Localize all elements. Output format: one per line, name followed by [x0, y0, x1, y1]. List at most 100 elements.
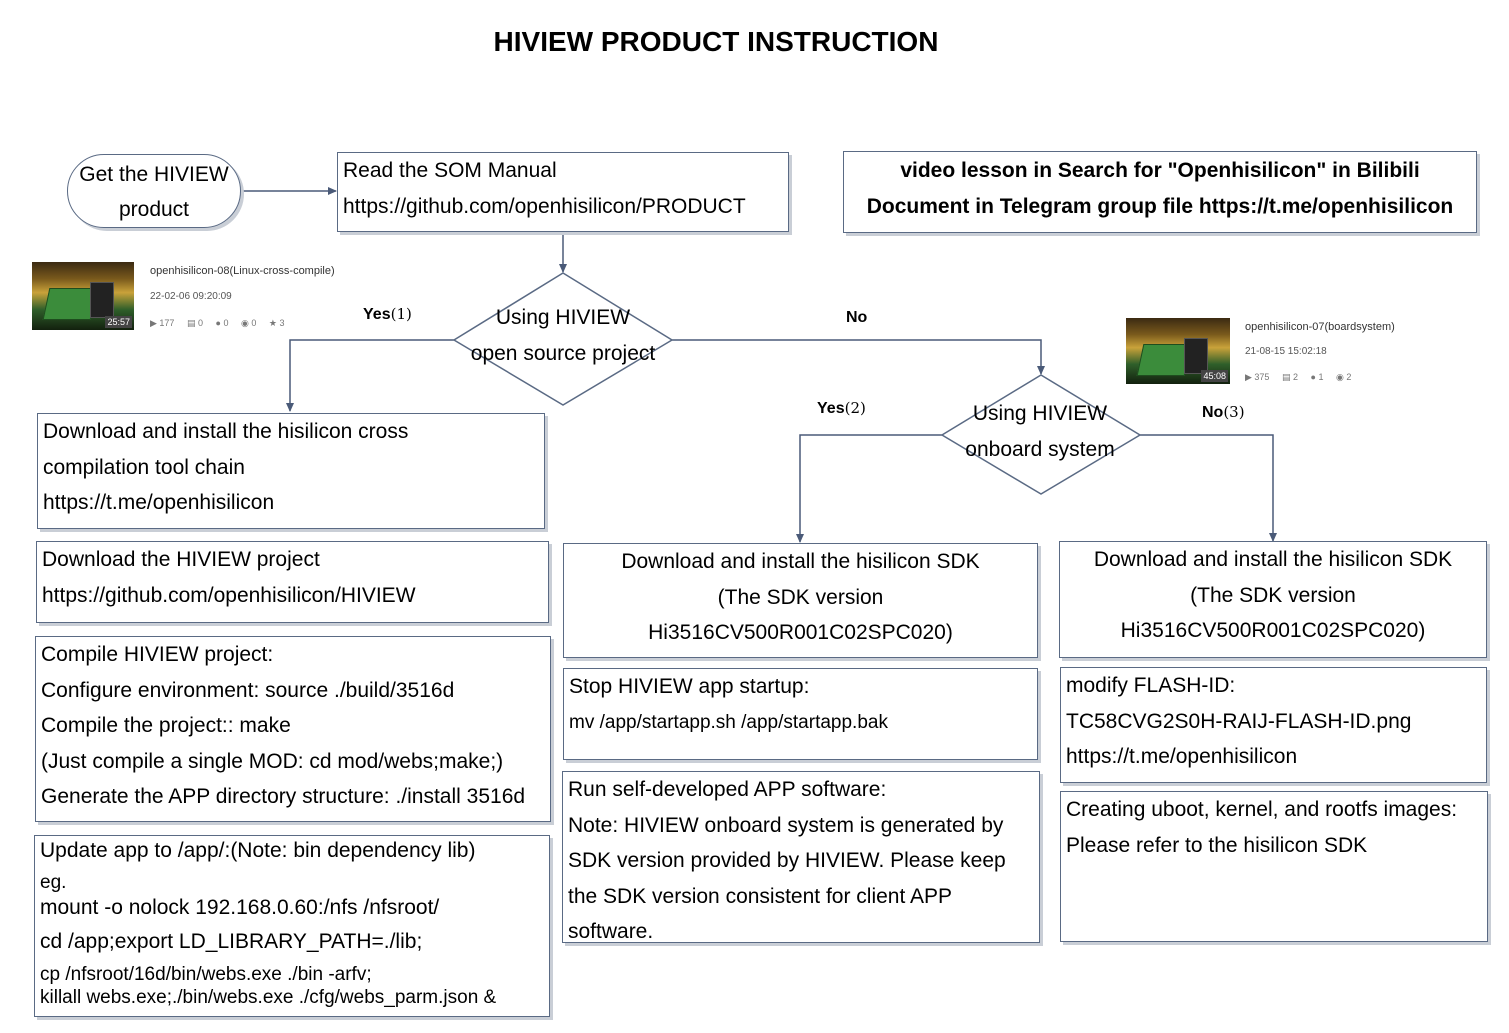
update-line: cd /app;export LD_LIBRARY_PATH=./lib; — [40, 930, 423, 953]
run-app-line: Note: HIVIEW onboard system is generated… — [568, 813, 1004, 837]
sdk-line: (The SDK version — [1190, 583, 1356, 607]
sdk-line: Download and install the hisilicon SDK — [1093, 548, 1453, 571]
sdk-line: (The SDK version — [717, 585, 884, 609]
yes1-text: Yes — [363, 306, 391, 323]
arrow-decision2-no — [1140, 434, 1277, 542]
video-thumbnail-1[interactable]: 25:57 — [32, 262, 134, 330]
comment-count: 1 — [1318, 372, 1324, 382]
video-stats-1: ▶ 177 ▤ 0 ● 0 ◉ 0 ★ 3 — [150, 318, 294, 329]
compile-line: (Just compile a single MOD: cd mod/webs;… — [41, 749, 504, 773]
sdk-box-no: Download and install the hisilicon SDK (… — [1059, 541, 1487, 658]
compile-line: Generate the APP directory structure: ./… — [41, 785, 526, 808]
decision1-line: Using HIVIEW — [495, 306, 631, 329]
decision-diamond-2 — [940, 374, 1142, 495]
decision-diamond-1 — [452, 272, 674, 406]
video-title-2[interactable]: openhisilicon-07(boardsystem) — [1245, 321, 1395, 333]
video-date-1: 22-02-06 09:20:09 — [150, 291, 232, 302]
coin-icon: ◉ 2 — [1335, 372, 1352, 382]
no3-label: No(3) — [1202, 403, 1245, 422]
yes1-label: Yes(1) — [363, 305, 412, 324]
yes1-number: (1) — [390, 305, 412, 323]
decision2-label: Using HIVIEW onboard system — [940, 396, 1140, 468]
flash-id-box: modify FLASH-ID: TC58CVG2S0H-RAIJ-FLASH-… — [1060, 667, 1487, 783]
video-date-2: 21-08-15 15:02:18 — [1245, 346, 1327, 357]
no3-number: (3) — [1223, 403, 1245, 421]
video-duration: 25:57 — [105, 316, 132, 328]
start-line: Get the HIVIEW — [79, 163, 229, 186]
decision2-line: Using HIVIEW — [972, 402, 1108, 425]
images-line: Please refer to the hisilicon SDK — [1066, 833, 1368, 857]
info-box: video lesson in Search for "Openhisilico… — [843, 151, 1477, 233]
flash-id-link[interactable]: https://t.me/openhisilicon — [1066, 745, 1298, 768]
update-line: cp /nfsroot/16d/bin/webs.exe ./bin -arfv… — [40, 964, 372, 985]
star-count: 3 — [279, 318, 285, 328]
toolchain-line: Download and install the hisilicon cross — [43, 420, 409, 443]
run-app-box: Run self-developed APP software: Note: H… — [562, 771, 1040, 943]
play-count-icon: ▶ 177 — [150, 318, 175, 328]
coin-count: 0 — [251, 318, 257, 328]
coin-icon: ◉ 0 — [240, 318, 257, 328]
video-thumbnail-2[interactable]: 45:08 — [1126, 318, 1230, 384]
download-project-line: Download the HIVIEW project — [42, 548, 320, 571]
stop-app-line: Stop HIVIEW app startup: — [569, 675, 810, 698]
update-line: eg. — [40, 872, 67, 893]
stop-app-box: Stop HIVIEW app startup: mv /app/startap… — [563, 668, 1038, 760]
toolchain-line: compilation tool chain — [43, 455, 245, 479]
stop-app-command: mv /app/startapp.sh /app/startapp.bak — [569, 711, 888, 733]
no3-text: No — [1202, 404, 1224, 421]
update-app-box: Update app to /app/:(Note: bin dependenc… — [34, 835, 550, 1017]
download-project-box: Download the HIVIEW project https://gith… — [36, 541, 549, 623]
som-manual-box: Read the SOM Manual https://github.com/o… — [337, 152, 789, 232]
danmaku-icon: ▤ 0 — [186, 318, 203, 328]
play-count: 177 — [159, 318, 175, 328]
run-app-line: Run self-developed APP software: — [568, 778, 887, 801]
danmaku-count: 2 — [1292, 372, 1298, 382]
star-icon: ★ 3 — [268, 318, 285, 328]
run-app-line: SDK version provided by HIVIEW. Please k… — [568, 849, 1006, 872]
toolchain-link[interactable]: https://t.me/openhisilicon — [43, 491, 275, 514]
video-stats-2: ▶ 375 ▤ 2 ● 1 ◉ 2 — [1245, 372, 1361, 383]
danmaku-icon: ▤ 2 — [1281, 372, 1298, 382]
yes2-text: Yes — [817, 400, 845, 417]
sdk-line: Hi3516CV500R001C02SPC020) — [1120, 619, 1426, 642]
video-title-1[interactable]: openhisilicon-08(Linux-cross-compile) — [150, 265, 335, 277]
som-line: Read the SOM Manual — [343, 159, 557, 182]
decision1-label: Using HIVIEW open source project — [453, 300, 673, 372]
decision1-line: open source project — [470, 342, 656, 365]
coin-count: 2 — [1346, 372, 1352, 382]
comment-icon: ● 1 — [1310, 372, 1324, 382]
arrow-decision2-yes — [796, 434, 942, 543]
flash-id-line: modify FLASH-ID: — [1066, 674, 1236, 697]
compile-line: Configure environment: source ./build/35… — [41, 678, 455, 702]
arrow-decision1-no — [672, 339, 1045, 375]
camera-image — [90, 282, 114, 318]
camera-image — [1184, 338, 1208, 374]
run-app-line: the SDK version consistent for client AP… — [568, 884, 953, 908]
update-line: Update app to /app/:(Note: bin dependenc… — [40, 839, 476, 862]
decision2-line: onboard system — [965, 438, 1115, 461]
info-line: Document in Telegram group file https://… — [866, 194, 1454, 218]
sdk-line: Hi3516CV500R001C02SPC020) — [648, 621, 953, 644]
info-line: video lesson in Search for "Openhisilico… — [900, 159, 1420, 182]
som-link[interactable]: https://github.com/openhisilicon/PRODUCT — [343, 194, 746, 218]
update-line: killall webs.exe;./bin/webs.exe ./cfg/we… — [40, 987, 497, 1008]
page-title: HIVIEW PRODUCT INSTRUCTION — [493, 26, 939, 57]
comment-icon: ● 0 — [215, 318, 229, 328]
sdk-box-yes: Download and install the hisilicon SDK (… — [563, 543, 1038, 658]
start-node: Get the HIVIEW product — [67, 154, 241, 228]
start-line: product — [118, 198, 190, 221]
images-box: Creating uboot, kernel, and rootfs image… — [1060, 791, 1488, 942]
yes2-number: (2) — [844, 399, 866, 417]
video-duration: 45:08 — [1201, 370, 1228, 382]
yes2-label: Yes(2) — [817, 399, 866, 418]
play-count: 375 — [1254, 372, 1270, 382]
comment-count: 0 — [223, 318, 229, 328]
update-line: mount -o nolock 192.168.0.60:/nfs /nfsro… — [40, 896, 440, 919]
download-project-link[interactable]: https://github.com/openhisilicon/HIVIEW — [42, 583, 416, 607]
sdk-line: Download and install the hisilicon SDK — [621, 550, 980, 573]
arrow-decision1-yes — [286, 339, 454, 412]
compile-box: Compile HIVIEW project: Configure enviro… — [35, 636, 551, 822]
no-main-label: No — [846, 309, 867, 327]
toolchain-box: Download and install the hisilicon cross… — [37, 413, 545, 529]
